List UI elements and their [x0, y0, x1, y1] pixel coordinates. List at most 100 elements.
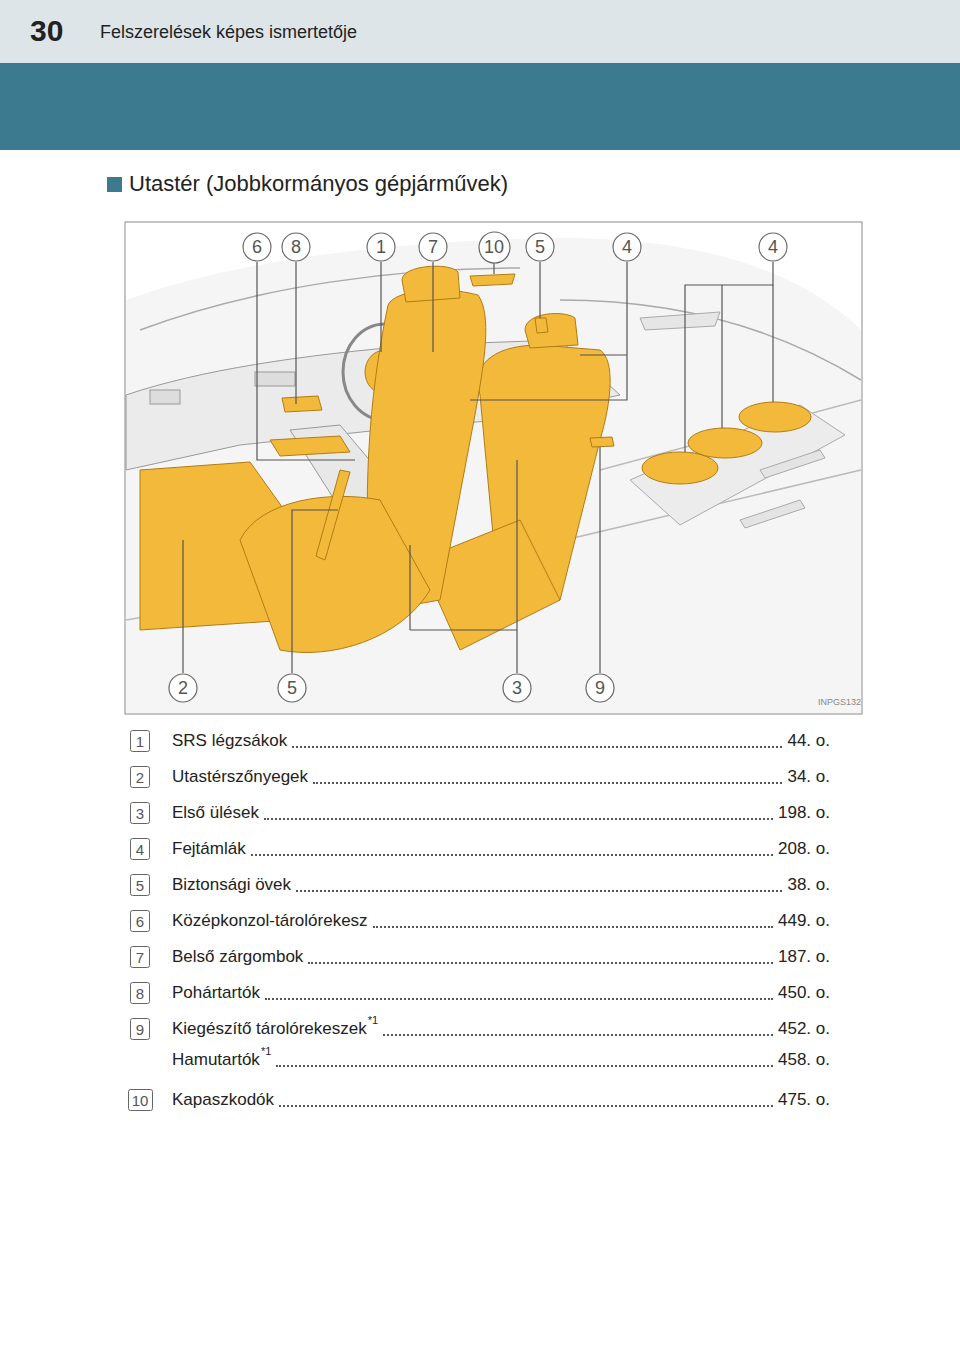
footnote-mark: *1: [368, 1014, 378, 1026]
callout-number: 10: [132, 1093, 149, 1108]
page-reference: 208. o.: [778, 838, 830, 860]
callout-circle: 10: [478, 231, 511, 264]
drawing-part: [539, 262, 540, 318]
dot-leader: [313, 782, 782, 784]
item-name: Utastérszőnyegek: [172, 766, 308, 788]
drawing-part: [255, 372, 295, 386]
drawing-part: [432, 262, 433, 352]
drawing-part: [580, 354, 627, 355]
section-title: Utastér (Jobbkormányos gépjárművek): [129, 171, 508, 197]
callout-circle-shape: [282, 233, 310, 261]
list-number-box: 2: [130, 766, 150, 788]
callout-number: 3: [512, 679, 522, 697]
number-box-shape: [131, 947, 150, 968]
dot-leader: [264, 818, 773, 820]
callout-number: 9: [136, 1022, 144, 1037]
drawing-part: [295, 262, 296, 404]
drawing-part: [740, 500, 805, 528]
callout-circle: 9: [585, 673, 615, 703]
list-number-box: 7: [130, 946, 150, 968]
callout-circle-shape: [479, 232, 510, 263]
page-reference: 187. o.: [778, 946, 830, 968]
callout-number: 4: [622, 238, 632, 256]
callout-circle-shape: [243, 233, 271, 261]
drawing-part: [640, 312, 720, 330]
callout-number: 5: [535, 238, 545, 256]
dot-leader: [308, 962, 773, 964]
callout-circle: 2: [168, 673, 198, 703]
list-number-box: 1: [130, 730, 150, 752]
drawing-part: [470, 274, 515, 286]
item-name: Biztonsági övek: [172, 874, 291, 896]
callout-number: 5: [287, 679, 297, 697]
page-reference: 198. o.: [778, 802, 830, 824]
drawing-part: [470, 262, 627, 400]
dot-leader: [276, 1065, 773, 1067]
callout-number: 2: [136, 770, 144, 785]
dot-leader: [279, 1105, 773, 1107]
number-box-shape: [131, 911, 150, 932]
callout-circle: 6: [242, 232, 272, 262]
callout-number: 1: [376, 238, 386, 256]
callout-number: 4: [136, 842, 144, 857]
callout-number: 9: [595, 679, 605, 697]
callout-circle-shape: [759, 233, 787, 261]
number-box-shape: [128, 1090, 152, 1111]
callout-circle: 3: [502, 673, 532, 703]
drawing-part: [270, 436, 350, 456]
dot-leader: [251, 854, 773, 856]
callout-circle-shape: [278, 674, 306, 702]
drawing-part: [380, 262, 381, 352]
list-number-box: 3: [130, 802, 150, 824]
callout-circle: 5: [525, 232, 555, 262]
interior-drawing: [125, 222, 862, 714]
callout-circle-shape: [367, 233, 395, 261]
list-number-box: 10: [128, 1089, 153, 1111]
number-box-shape: [131, 803, 150, 824]
item-name: Középkonzol-tárolórekesz: [172, 910, 368, 932]
page-reference: 38. o.: [787, 874, 830, 896]
callout-number: 6: [252, 238, 262, 256]
drawing-part: [630, 405, 845, 525]
drawing-part: [409, 545, 410, 630]
callout-number: 2: [178, 679, 188, 697]
list-number-box: 4: [130, 838, 150, 860]
page-reference: 458. o.: [778, 1049, 830, 1071]
drawing-part: [150, 390, 180, 404]
footnote-mark: *1: [261, 1045, 271, 1057]
drawing-part: [685, 262, 773, 452]
drawing-part: [125, 222, 862, 714]
page-reference: 475. o.: [778, 1089, 830, 1111]
number-box-shape: [131, 1019, 150, 1040]
drawing-part: [282, 396, 322, 412]
callout-circle: 7: [418, 232, 448, 262]
drawing-part: [182, 540, 183, 673]
callout-number: 1: [136, 734, 144, 749]
number-box-shape: [131, 767, 150, 788]
callout-circle-shape: [586, 674, 614, 702]
drawing-part: [739, 402, 811, 432]
dot-leader: [383, 1034, 773, 1036]
page-reference: 452. o.: [778, 1018, 830, 1040]
drawing-part: [410, 629, 517, 630]
item-name: Hamutartók: [172, 1049, 260, 1071]
header-band: 30Felszerelések képes ismertetője: [0, 0, 960, 63]
list-number-box: 9: [130, 1018, 150, 1040]
dot-leader: [373, 926, 773, 928]
dot-leader: [296, 890, 782, 892]
dot-leader: [292, 746, 782, 748]
number-box-shape: [131, 839, 150, 860]
callout-number: 4: [768, 238, 778, 256]
drawing-part: [772, 285, 773, 402]
drawing-part: [535, 318, 548, 333]
drawing-part: [402, 266, 460, 302]
header-text: Felszerelések képes ismertetője: [100, 22, 357, 43]
callout-number: 10: [484, 238, 504, 256]
callout-number: 3: [136, 806, 144, 821]
drawing-part: [516, 460, 517, 673]
callout-number: 8: [136, 986, 144, 1001]
number-box-shape: [131, 983, 150, 1004]
callout-circle-shape: [613, 233, 641, 261]
image-code: INPGS132: [818, 697, 861, 707]
